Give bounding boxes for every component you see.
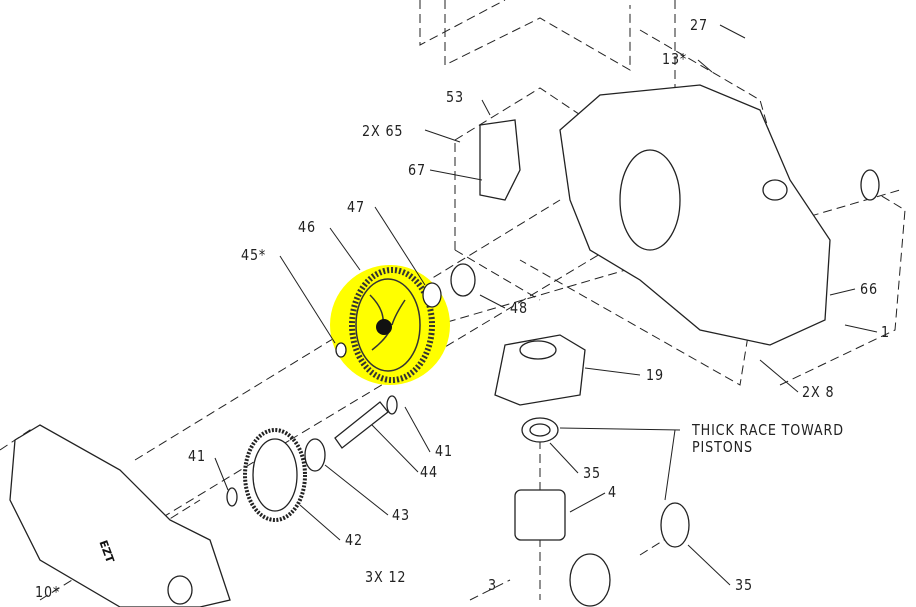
seal: [860, 169, 880, 201]
gear-42: [243, 428, 307, 522]
bearing: [569, 553, 611, 607]
callout-8: 2X 8: [802, 383, 835, 401]
callout-53: 53: [446, 88, 464, 106]
end-cover-housing: [9, 424, 231, 607]
callout-43: 43: [392, 506, 410, 524]
note-pistons: PISTONS: [692, 438, 753, 456]
callout-41-right: 41: [435, 442, 453, 460]
callout-13: 13*: [662, 50, 688, 68]
callout-42: 42: [345, 531, 363, 549]
pinion-43: [304, 438, 326, 472]
callout-45: 45*: [241, 246, 267, 264]
callout-1: 1: [881, 323, 890, 341]
shaft-44: [334, 401, 389, 449]
callout-4: 4: [608, 483, 617, 501]
callout-66: 66: [860, 280, 878, 298]
cover-plate: [479, 119, 521, 201]
callout-41-left: 41: [188, 447, 206, 465]
race-35-right: [660, 502, 690, 548]
callout-46: 46: [298, 218, 316, 236]
callout-12: 3X 12: [365, 568, 407, 586]
callout-27: 27: [690, 16, 708, 34]
note-thick-race: THICK RACE TOWARD: [692, 421, 844, 439]
leader-lines: [214, 24, 878, 586]
callout-44: 44: [420, 463, 438, 481]
main-housing: [559, 84, 831, 346]
gear-teeth: [349, 267, 435, 383]
washer-41-left: [226, 487, 238, 507]
pump-block-19: [494, 334, 586, 406]
cylinder-4: [514, 489, 566, 541]
callout-48: 48: [510, 299, 528, 317]
callout-35-center: 35: [583, 464, 601, 482]
callout-65: 2X 65: [362, 122, 404, 140]
callout-47: 47: [347, 198, 365, 216]
callout-10: 10*: [35, 583, 61, 601]
washer-41: [386, 395, 398, 415]
callout-19: 19: [646, 366, 664, 384]
parts: [9, 84, 880, 607]
gear-hub: [376, 319, 392, 335]
gear-46: [330, 265, 450, 385]
callout-67: 67: [408, 161, 426, 179]
washer-47: [422, 282, 442, 308]
callout-35-right: 35: [735, 576, 753, 594]
callout-3: 3: [488, 576, 497, 594]
ring-45: [335, 342, 347, 358]
nut-48: [450, 263, 476, 297]
